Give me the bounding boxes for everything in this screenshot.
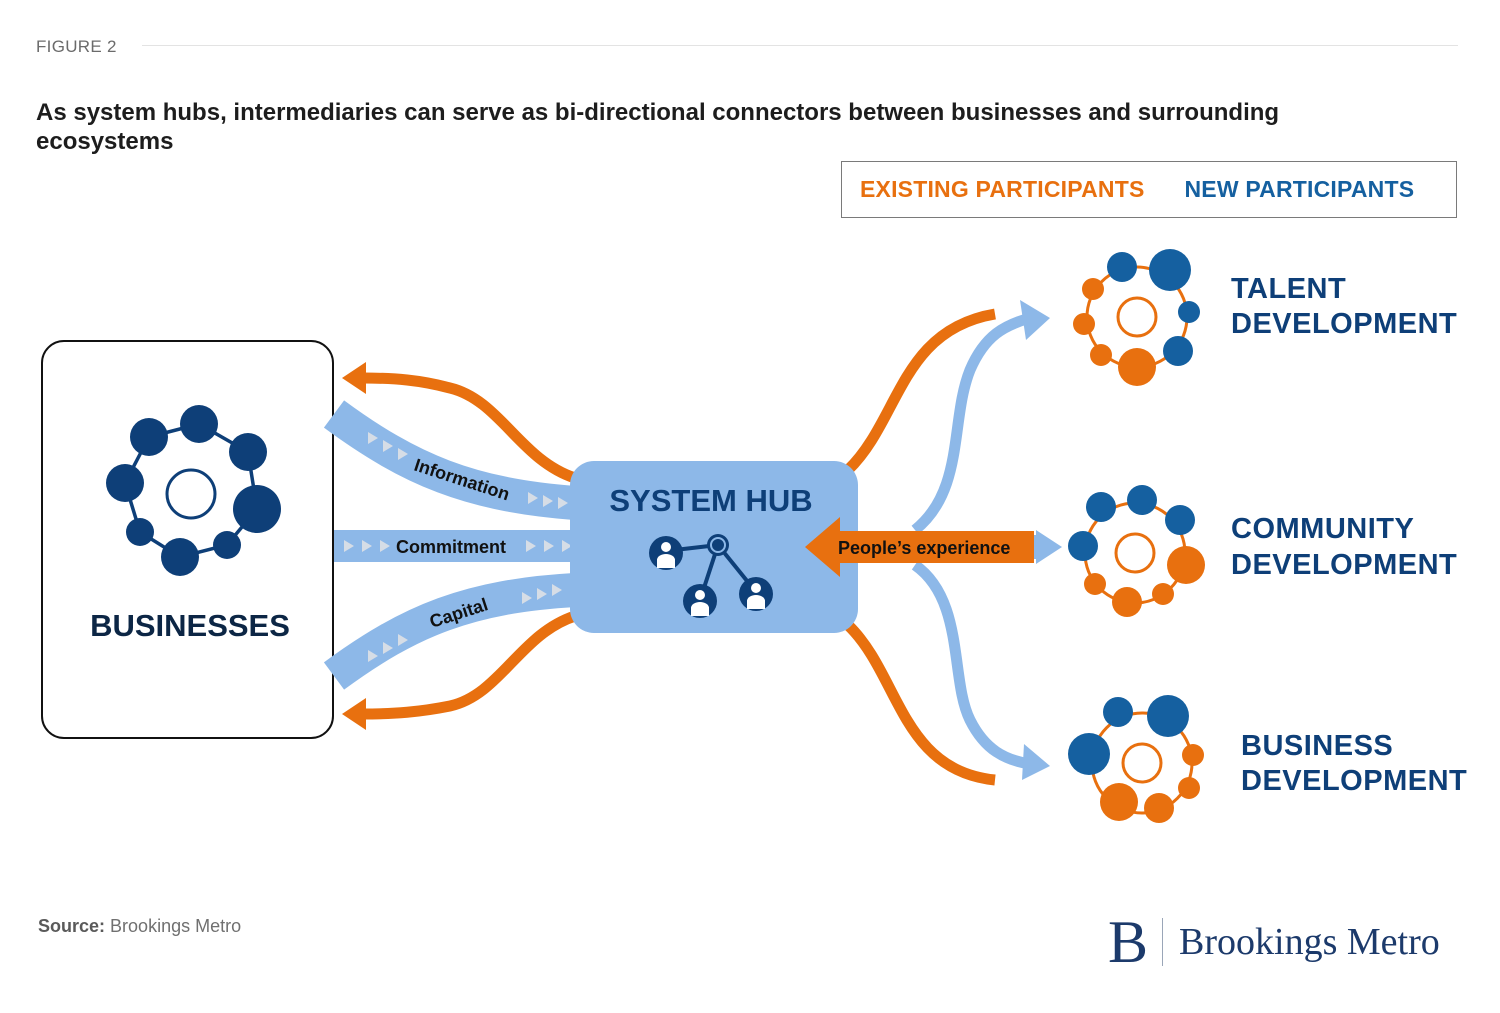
talent-cluster-icon [1073, 249, 1200, 386]
blue-stub-community [1030, 535, 1040, 559]
blue-arrowhead-talent [1020, 300, 1050, 340]
brand-logo: B Brookings Metro [1108, 912, 1440, 972]
talent-label-line2: DEVELOPMENT [1231, 308, 1457, 340]
flow-chevrons [344, 432, 572, 662]
peoples-experience-arrow [805, 517, 1034, 577]
return-arrow-lower [361, 610, 577, 720]
return-arrow-upper [361, 372, 577, 484]
peoples-experience-label: People’s experience [838, 538, 1010, 558]
figure-label: FIGURE 2 [36, 37, 117, 56]
capital-flow-band [323, 573, 576, 690]
business-development-label-line2: DEVELOPMENT [1241, 765, 1467, 797]
legend-new-participants: NEW PARTICIPANTS [1184, 176, 1415, 202]
source-value: Brookings Metro [110, 916, 242, 936]
legend: EXISTING PARTICIPANTS NEW PARTICIPANTS [841, 161, 1457, 218]
talent-label-line1: TALENT [1231, 273, 1346, 305]
community-label-line2: DEVELOPMENT [1231, 549, 1457, 581]
orange-curve-business [844, 621, 996, 786]
people-network-icon [649, 534, 773, 618]
business-development-label-line1: BUSINESS [1241, 730, 1393, 762]
source-label: Source: [38, 916, 106, 936]
businesses-box [41, 340, 334, 739]
legend-existing-participants: EXISTING PARTICIPANTS [860, 176, 1145, 202]
information-flow-band [323, 400, 577, 520]
figure-divider [142, 45, 1458, 46]
figure-title: As system hubs, intermediaries can serve… [36, 99, 1280, 155]
businesses-label: BUSINESSES [90, 608, 290, 643]
orange-curve-talent [844, 308, 996, 474]
blue-arrowhead-business [1022, 744, 1050, 780]
source-note: Source: Brookings Metro [38, 916, 241, 937]
commitment-label: Commitment [396, 537, 506, 557]
return-arrow-lower-head [342, 698, 366, 730]
network-cluster-icon [106, 405, 281, 576]
brand-name: Brookings Metro [1179, 921, 1440, 963]
business-development-cluster-icon [1068, 695, 1204, 823]
community-label-line1: COMMUNITY [1231, 513, 1414, 545]
community-cluster-icon [1068, 485, 1205, 617]
blue-curve-business [911, 560, 1031, 770]
brand-mark-icon: B [1108, 909, 1149, 975]
blue-curve-talent [911, 312, 1032, 535]
system-hub-label: SYSTEM HUB [609, 483, 812, 518]
blue-arrowhead-community [1036, 530, 1062, 564]
return-arrow-upper-head [342, 362, 366, 394]
brand-divider [1162, 918, 1164, 966]
